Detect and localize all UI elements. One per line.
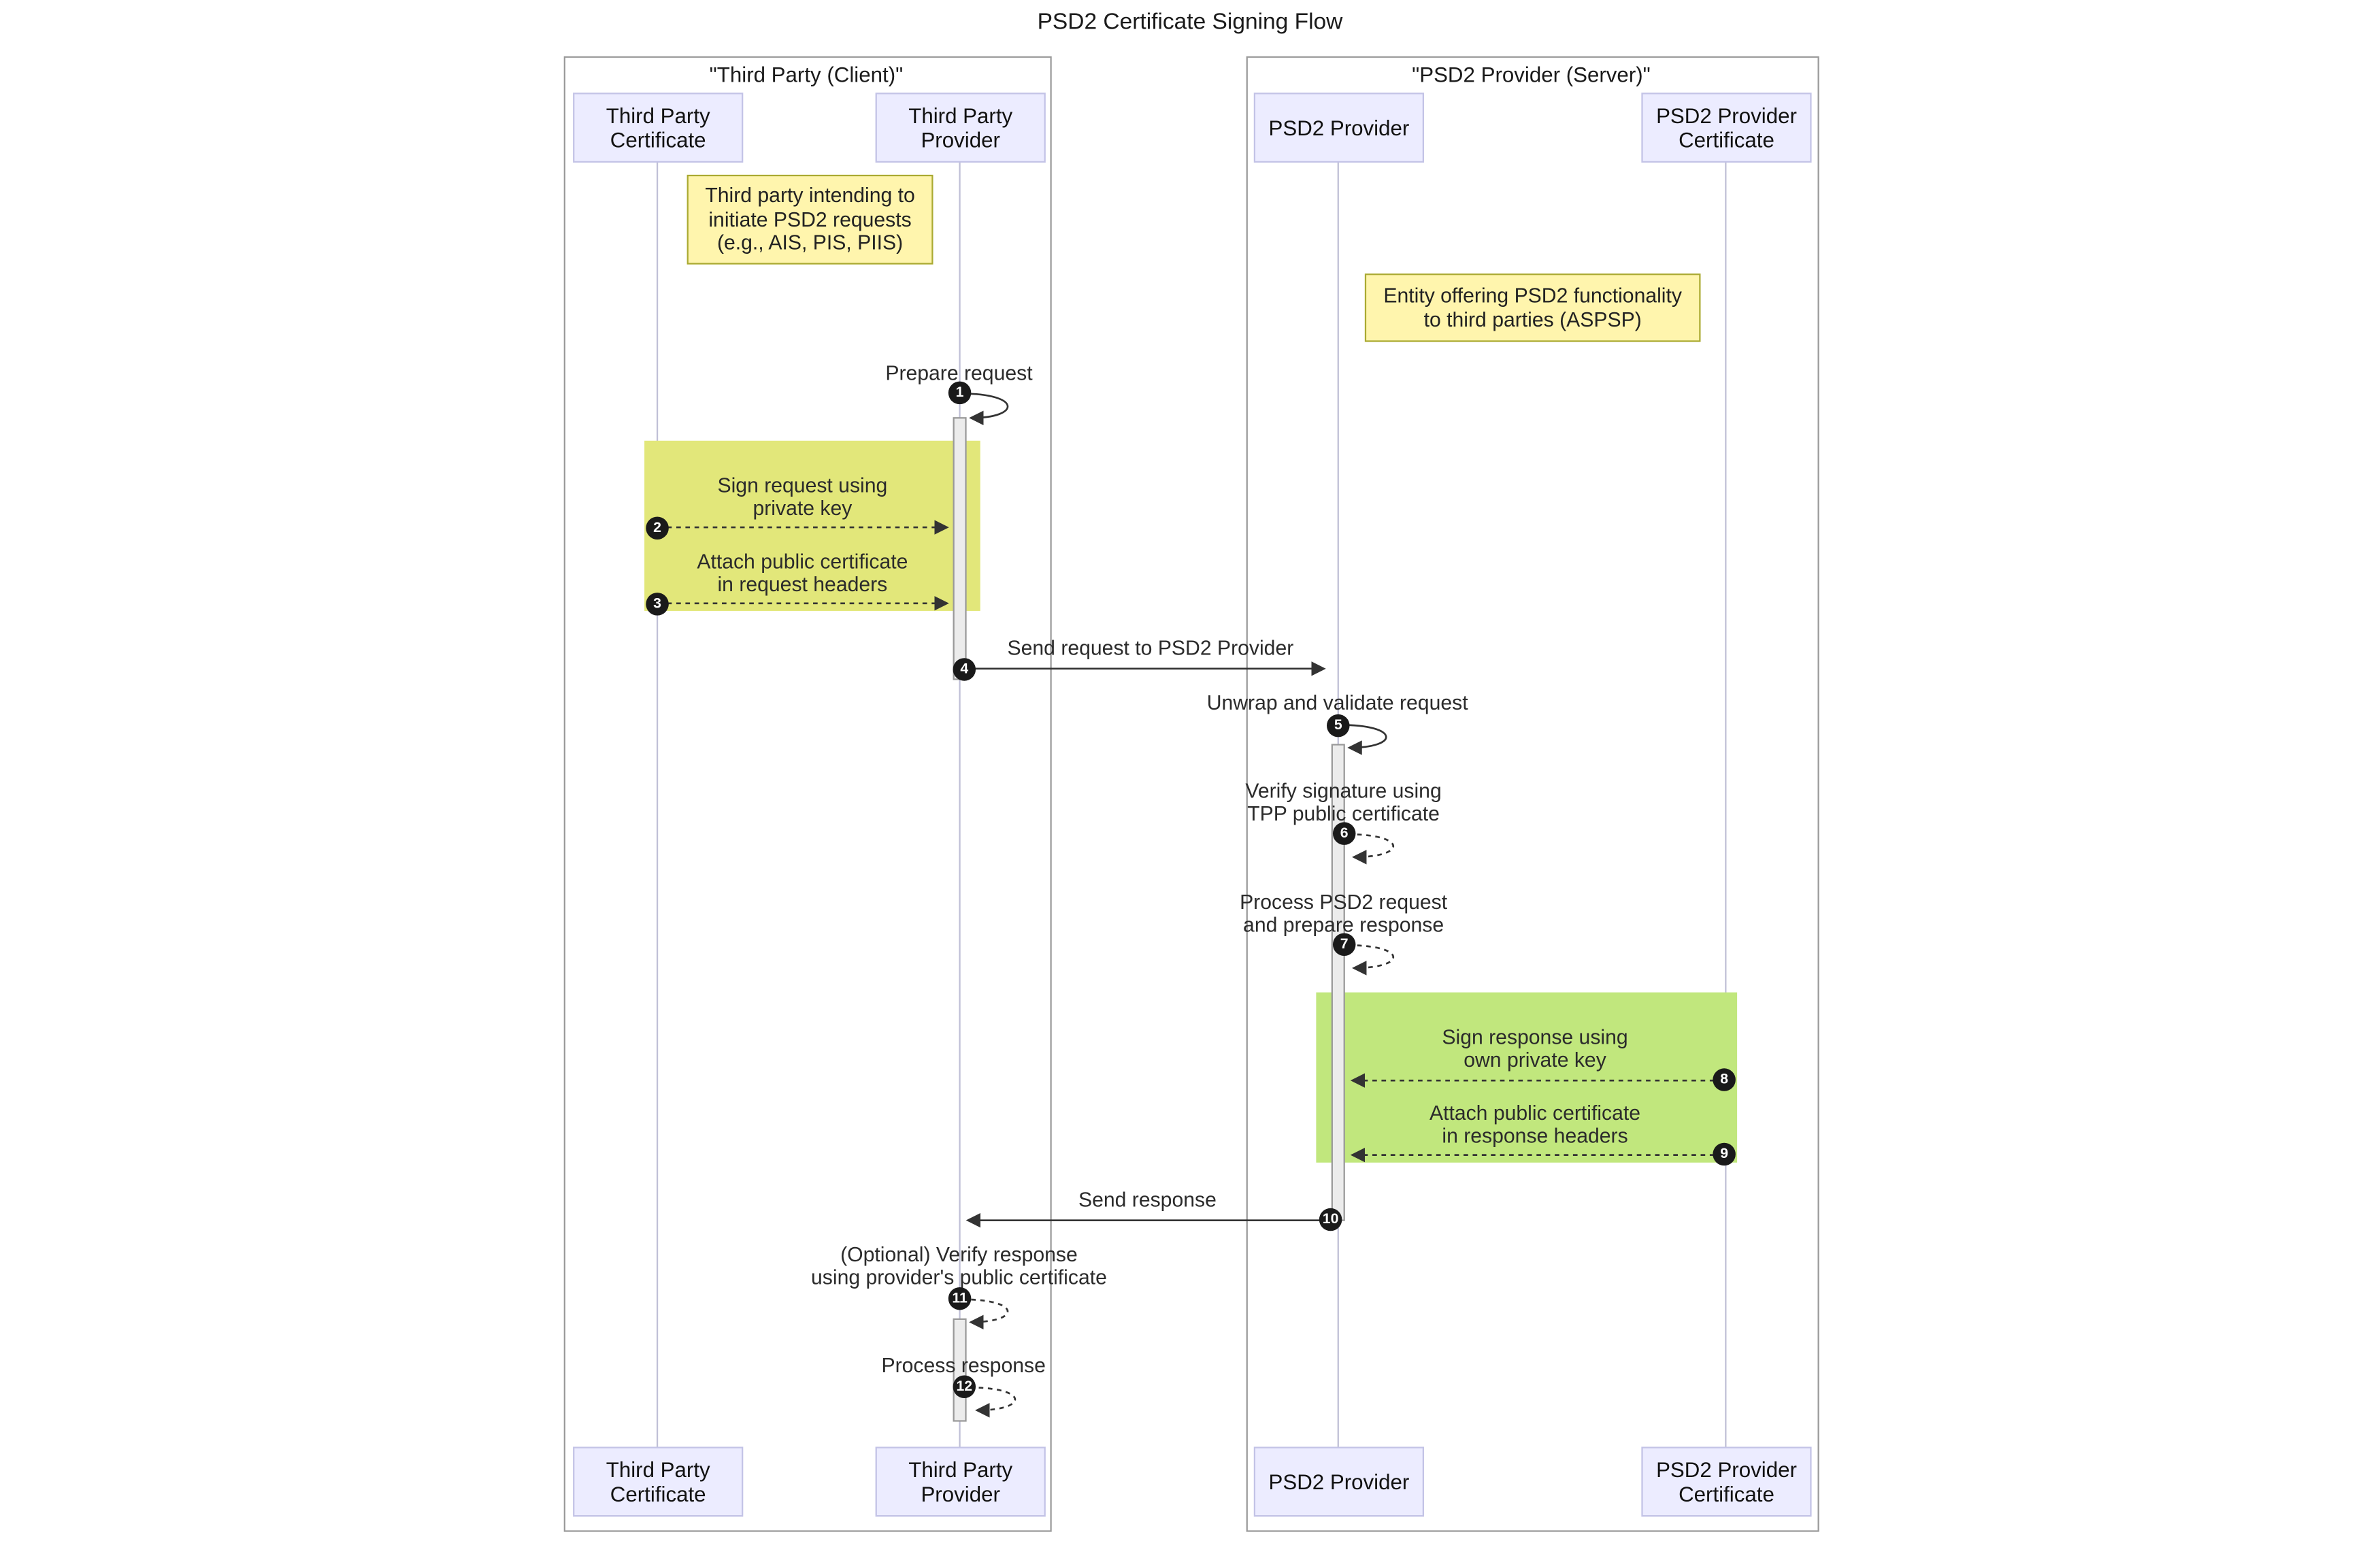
message-text: Unwrap and validate request — [1206, 691, 1468, 714]
participant-top-psd2-provider-certificate: PSD2 Provider Certificate — [1641, 93, 1812, 163]
message-label-4: Send request to PSD2 Provider — [923, 637, 1378, 660]
group-label-psd2-provider-server: "PSD2 Provider (Server)" — [1412, 62, 1651, 87]
note-line: to third parties (ASPSP) — [1423, 308, 1642, 331]
participant-label: Third Party — [606, 1457, 710, 1482]
message-label-5: Unwrap and validate request — [1110, 691, 1566, 714]
note-line: Third party intending to — [705, 184, 915, 208]
message-text: Sign request using — [717, 474, 888, 497]
message-text: and prepare response — [1243, 913, 1444, 936]
message-number-badge: 7 — [1332, 933, 1356, 956]
participant-label: Third Party — [908, 103, 1013, 128]
participant-label: PSD2 Provider — [1268, 115, 1410, 140]
message-text: Attach public certificate — [697, 550, 908, 574]
participant-label: Provider — [921, 1481, 1000, 1506]
participant-bottom-psd2-provider-certificate: PSD2 Provider Certificate — [1641, 1446, 1812, 1517]
participant-label: Third Party — [908, 1457, 1013, 1482]
arrow-process-request — [1348, 944, 1395, 976]
message-label-8: Sign response using own private key — [1307, 1026, 1763, 1072]
message-text: Verify signature using — [1245, 779, 1442, 803]
note-third-party: Third party intending to initiate PSD2 r… — [687, 174, 933, 265]
message-number-badge: 4 — [953, 658, 976, 681]
participant-label: Provider — [921, 127, 1000, 152]
note-line: Entity offering PSD2 functionality — [1383, 284, 1682, 308]
message-label-10: Send response — [919, 1189, 1375, 1212]
participant-label: PSD2 Provider — [1656, 103, 1797, 128]
message-number-badge: 1 — [948, 381, 972, 405]
diagram-title: PSD2 Certificate Signing Flow — [1037, 9, 1343, 35]
group-psd2-provider-server — [1246, 56, 1819, 1532]
message-label-2: Sign request using private key — [650, 474, 955, 520]
participant-top-third-party-provider: Third Party Provider — [875, 93, 1046, 163]
message-label-12: Process response — [736, 1354, 1191, 1377]
message-label-6: Verify signature using TPP public certif… — [1116, 780, 1572, 825]
arrow-verify-signature — [1348, 833, 1395, 865]
message-text: in request headers — [717, 573, 888, 596]
note-psd2-provider: Entity offering PSD2 functionality to th… — [1364, 274, 1701, 342]
message-text: in response headers — [1442, 1124, 1628, 1148]
participant-top-third-party-certificate: Third Party Certificate — [573, 93, 744, 163]
message-number-badge: 11 — [948, 1287, 972, 1310]
message-label-3: Attach public certificate in request hea… — [650, 550, 955, 596]
participant-label: Certificate — [610, 127, 706, 152]
message-number-badge: 3 — [646, 593, 669, 616]
participant-label: Certificate — [1679, 127, 1774, 152]
message-text: private key — [753, 497, 853, 520]
message-text: Prepare request — [885, 361, 1033, 385]
message-text: own private key — [1464, 1048, 1606, 1072]
message-text: Attach public certificate — [1429, 1101, 1641, 1125]
message-number-badge: 10 — [1319, 1208, 1342, 1231]
arrow-verify-response — [961, 1298, 1009, 1330]
message-number-badge: 6 — [1332, 822, 1356, 845]
message-text: Process PSD2 request — [1240, 890, 1448, 914]
message-text: using provider's public certificate — [811, 1265, 1107, 1289]
participant-label: Certificate — [610, 1481, 706, 1506]
participant-bottom-third-party-certificate: Third Party Certificate — [573, 1446, 744, 1517]
participant-label: Certificate — [1679, 1481, 1774, 1506]
message-text: (Optional) Verify response — [840, 1243, 1078, 1266]
participant-label: PSD2 Provider — [1656, 1457, 1797, 1482]
group-third-party-client — [563, 56, 1052, 1532]
message-label-7: Process PSD2 request and prepare respons… — [1116, 891, 1572, 936]
message-label-9: Attach public certificate in response he… — [1307, 1101, 1763, 1147]
message-text: Process response — [881, 1354, 1046, 1377]
note-line: (e.g., AIS, PIS, PIIS) — [716, 231, 904, 254]
message-text: Send response — [1078, 1188, 1217, 1212]
message-number-badge: 8 — [1713, 1068, 1736, 1091]
participant-bottom-third-party-provider: Third Party Provider — [875, 1446, 1046, 1517]
message-text: TPP public certificate — [1247, 802, 1440, 825]
highlight-response-signing — [1316, 992, 1738, 1163]
participant-bottom-psd2-provider: PSD2 Provider — [1253, 1446, 1424, 1517]
message-label-1: Prepare request — [731, 362, 1187, 385]
participant-label: Third Party — [606, 103, 710, 128]
message-number-badge: 2 — [646, 516, 669, 540]
arrow-process-response — [970, 1387, 1017, 1418]
message-text: Sign response using — [1442, 1025, 1628, 1049]
participant-label: PSD2 Provider — [1268, 1469, 1410, 1494]
participant-top-psd2-provider: PSD2 Provider — [1253, 93, 1424, 163]
message-number-badge: 5 — [1327, 714, 1350, 738]
highlight-request-signing — [644, 440, 980, 611]
group-label-third-party-client: "Third Party (Client)" — [709, 62, 904, 87]
message-text: Send request to PSD2 Provider — [1007, 636, 1294, 660]
message-number-badge: 9 — [1713, 1142, 1736, 1166]
message-number-badge: 12 — [953, 1375, 976, 1399]
note-line: initiate PSD2 requests — [708, 208, 912, 231]
arrow-unwrap-validate — [1340, 724, 1387, 755]
message-label-11: (Optional) Verify response using provide… — [731, 1243, 1187, 1289]
arrow-prepare-request — [961, 393, 1009, 425]
